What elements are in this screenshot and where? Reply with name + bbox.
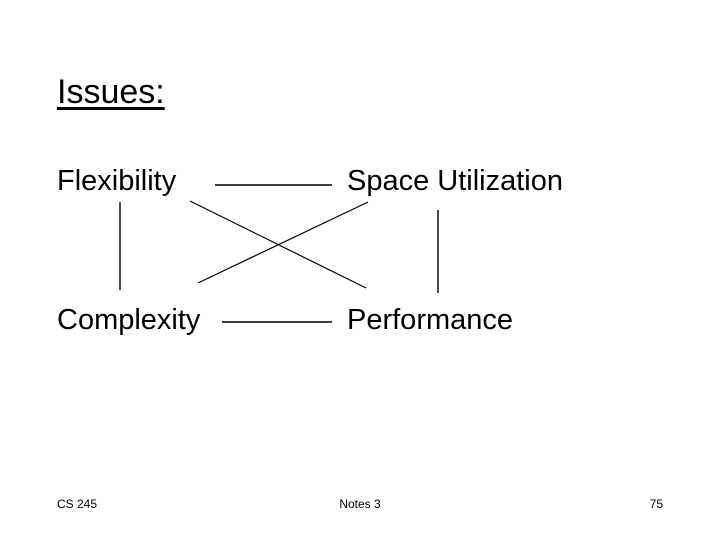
diagram-node-complexity: Complexity: [57, 304, 201, 336]
footer-section-label: Notes 3: [339, 497, 381, 511]
connector-diagonal-ascending: [197, 201, 369, 284]
slide-footer: CS 245 Notes 3 75: [0, 494, 720, 514]
diagram-node-performance: Performance: [347, 304, 514, 336]
diagram-node-space-utilization: Space Utilization: [347, 165, 563, 197]
footer-course-label: CS 245: [57, 497, 98, 511]
page-title: Issues:: [57, 73, 165, 111]
connector-diagonal-descending: [189, 200, 367, 289]
footer-page-number: 75: [649, 497, 663, 511]
diagram-node-flexibility: Flexibility: [57, 165, 177, 197]
